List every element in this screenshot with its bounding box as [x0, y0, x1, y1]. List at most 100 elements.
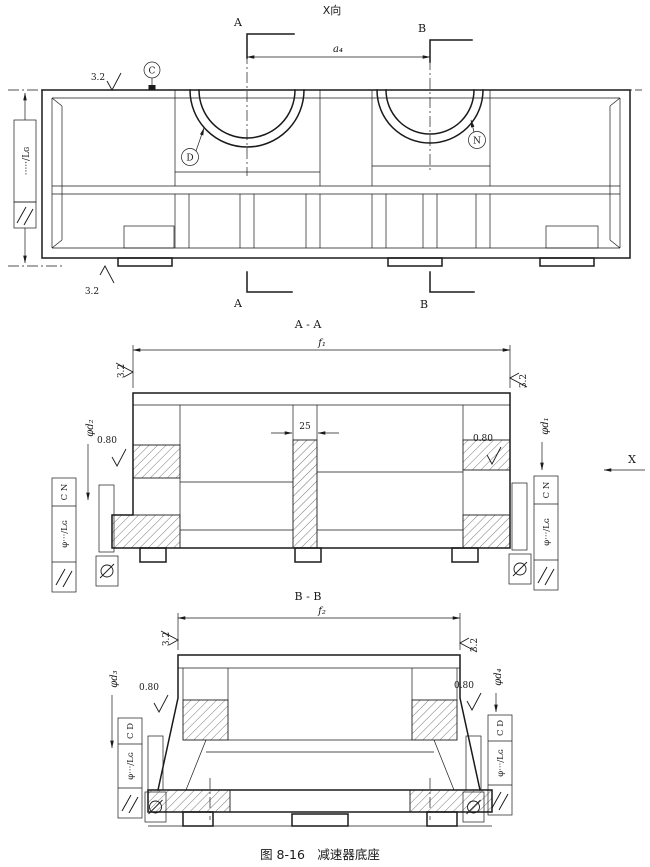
bearing-bores — [189, 89, 484, 148]
ra-value: 0.80 — [97, 436, 117, 446]
foot — [426, 811, 458, 827]
roughness-value: 3.2 — [162, 632, 172, 646]
roughness-icon — [106, 72, 122, 91]
roughness-icon — [466, 692, 482, 711]
fcf-datums: C N — [60, 483, 70, 500]
parallelism-icon — [16, 206, 34, 226]
section-bb-title: B - B — [295, 590, 322, 603]
roughness-value: 3.2 — [117, 364, 127, 378]
hatched-left-base — [111, 514, 181, 549]
top-view-title: X向 — [323, 3, 342, 17]
dia-d3: φd₃ — [109, 670, 120, 749]
ra-left: 0.80 — [97, 436, 127, 467]
fcf-aa-left: C N φ···/Lɢ — [51, 477, 119, 593]
fcf-datums: C D — [126, 723, 136, 739]
dim-a4: a₄ — [246, 44, 431, 59]
section-aa-title: A - A — [294, 318, 323, 331]
datum-target-square — [148, 85, 156, 90]
parallelism-icon — [121, 794, 139, 814]
datum-c: C — [143, 61, 161, 90]
hatched-right-base — [462, 514, 511, 549]
dim-a4-label: a₄ — [333, 44, 343, 55]
runout-symbol-box — [95, 555, 119, 587]
foot — [117, 257, 173, 267]
dim-f1-label: f₁ — [317, 338, 326, 349]
foot — [387, 257, 443, 267]
section-aa: A - A f₁ 3.2 3.2 — [51, 318, 645, 593]
dia-label: φd₃ — [109, 670, 120, 687]
parallelism-icon — [491, 791, 509, 811]
tolerance-box — [147, 735, 164, 791]
ra-value: 0.80 — [473, 434, 493, 444]
runout-symbol-box — [462, 791, 485, 823]
datum-n: N — [468, 119, 486, 149]
hatched-left-boss — [132, 444, 181, 479]
foot — [539, 257, 595, 267]
bottom-pad-right — [545, 225, 599, 249]
dim-f2-label: f₂ — [317, 606, 326, 617]
dim-f2: f₂ — [177, 606, 461, 650]
ra-right: 0.80 — [473, 434, 502, 465]
bottom-pad-left — [123, 225, 175, 249]
dim-rib-label: 25 — [299, 422, 311, 432]
dia-d4: φd₄ — [493, 668, 504, 713]
ra-value: 0.80 — [139, 683, 159, 693]
foot — [139, 547, 167, 563]
roughness-left: 3.2 — [115, 362, 134, 378]
dim-f1: f₁ — [132, 338, 511, 388]
runout-symbol-box — [508, 553, 532, 585]
dim-rib-25: 25 — [271, 422, 339, 435]
hatched-right-boss — [411, 699, 458, 741]
bb-body — [147, 654, 493, 827]
tolerance-box — [98, 484, 115, 553]
roughness-left: 3.2 — [160, 630, 179, 646]
foot — [294, 547, 322, 563]
roughness-icon — [111, 448, 127, 467]
dia-label: φd₄ — [493, 668, 504, 685]
roughness-value: 3.2 — [470, 638, 480, 652]
hatched-left-boss — [182, 699, 229, 741]
tolerance-box — [511, 482, 528, 551]
fcf-value: φ···/Lɢ — [60, 520, 70, 548]
roughness-value: 3.2 — [519, 374, 529, 388]
datum-n-label: N — [473, 137, 481, 147]
fcf-value: ·····/Lɢ — [22, 147, 32, 176]
fcf-bb-right: C D φ···/Lɢ — [462, 714, 513, 823]
section-label-a-top: A — [233, 16, 243, 29]
roughness-icon — [99, 265, 115, 284]
roughness-right: 3.2 — [459, 637, 480, 653]
section-label-b-bottom: B — [420, 298, 428, 311]
foot — [451, 547, 479, 563]
roughness-top: 3.2 — [91, 72, 122, 91]
circle-slash-icon — [99, 563, 115, 579]
ra-value: 0.80 — [454, 681, 474, 691]
ra-right: 0.80 — [454, 681, 482, 711]
roughness-bottom: 3.2 — [85, 265, 115, 297]
fcf-value: φ···/Lɢ — [496, 749, 506, 777]
figure-caption: 图 8-16 减速器底座 — [260, 847, 380, 862]
centerlines — [8, 34, 642, 267]
fcf-bb-left: C D φ···/Lɢ — [117, 717, 167, 823]
section-bb: B - B f₂ 3.2 3.2 — [109, 590, 513, 827]
tolerance-box — [465, 735, 482, 791]
hatched-right-boss — [462, 439, 511, 471]
hatched-center-rib — [292, 439, 318, 549]
fcf-aa-right: C N φ···/Lɢ — [508, 475, 559, 591]
hatched-flange-left — [147, 789, 231, 813]
roughness-value: 3.2 — [85, 287, 99, 297]
housing-outline — [41, 89, 631, 267]
section-cut-marks: A B A B — [233, 16, 475, 311]
foot — [182, 811, 214, 827]
fcf-datums: C D — [496, 720, 506, 736]
view-direction-label: X — [628, 453, 636, 466]
roughness-right: 3.2 — [509, 372, 529, 388]
dia-label: φd₂ — [85, 419, 96, 436]
dia-label: φd₁ — [540, 417, 551, 434]
dia-d1: φd₁ — [540, 417, 551, 471]
section-label-a-bottom: A — [233, 297, 243, 310]
top-view: X向 A B A B a₄ — [8, 3, 642, 311]
parallelism-icon — [537, 566, 555, 586]
fcf-value: φ···/Lɢ — [126, 752, 136, 780]
